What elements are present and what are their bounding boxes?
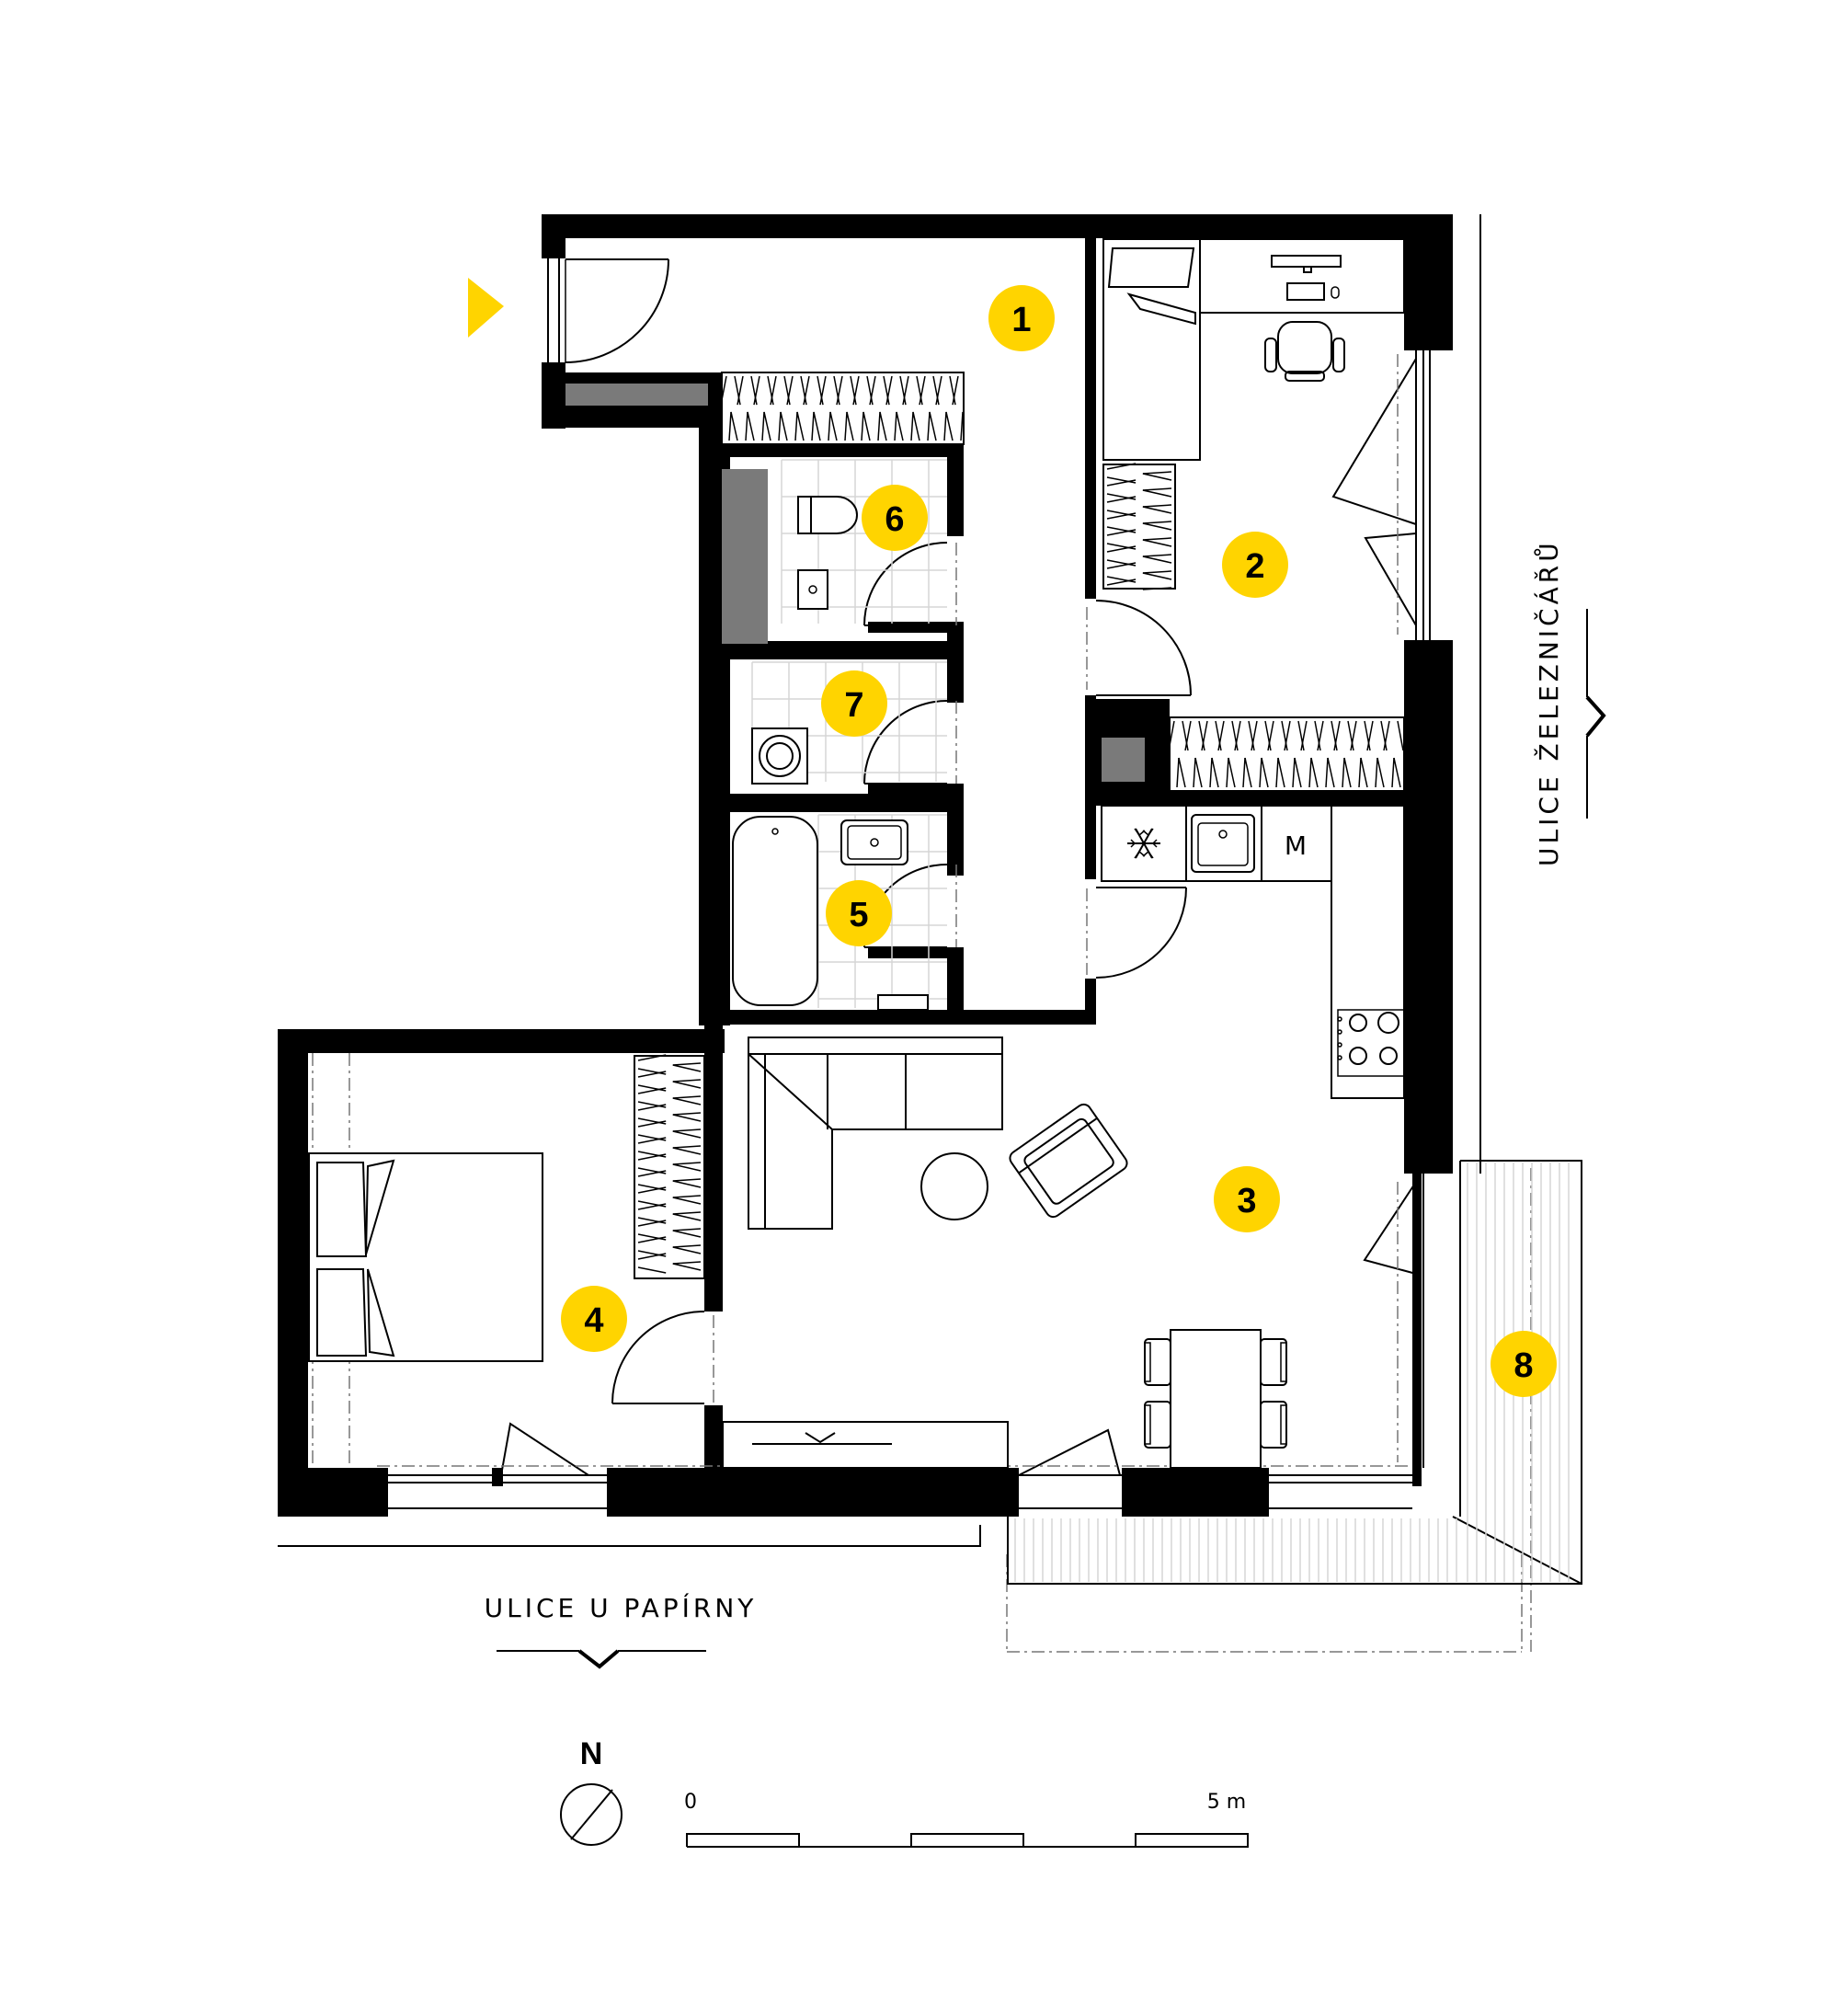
kitchen: M: [1101, 805, 1405, 1099]
street-east-label: ULICE ŽELEZNIČÁŘŮ: [1533, 539, 1564, 866]
coffee-table: [920, 1152, 988, 1220]
svg-text:4: 4: [584, 1301, 603, 1340]
toilet-icon: [810, 496, 858, 534]
street-east: ULICE ŽELEZNIČÁŘŮ: [1533, 539, 1606, 866]
sink-bath-icon: [840, 819, 908, 865]
entrance-arrow-icon: [468, 278, 504, 338]
kitchen-sink-icon: [1191, 814, 1255, 873]
north-arrow: N: [560, 1736, 623, 1846]
room-markers: 1 2 3 4 5 6 7 8: [561, 285, 1557, 1397]
keyboard-icon: [1286, 282, 1325, 301]
scale-end-label: 5 m: [1207, 1791, 1246, 1814]
wardrobe-room-2-left: [1102, 464, 1176, 590]
bathtub-icon: [732, 816, 818, 1006]
bedroom-4-furniture: [308, 1152, 543, 1362]
bathroom-5: [732, 814, 947, 1011]
kitchen-counter-right: [1331, 805, 1405, 1099]
fridge-icon: [1127, 828, 1160, 859]
room-marker-4: 4: [561, 1286, 627, 1352]
svg-text:6: 6: [885, 500, 904, 539]
scale-start-label: 0: [684, 1791, 697, 1814]
room-marker-2: 2: [1222, 532, 1288, 598]
terrace: [1007, 1160, 1582, 1585]
room-marker-8: 8: [1491, 1331, 1557, 1397]
pillow-icon: [1107, 247, 1195, 288]
wardrobes: [634, 372, 1405, 1279]
building-outline: [278, 214, 1481, 1547]
svg-text:8: 8: [1513, 1346, 1533, 1385]
room-marker-1: 1: [988, 285, 1055, 351]
shaft-wc: [722, 469, 768, 644]
sink-wc-icon: [797, 569, 828, 610]
radiator-bath: [877, 994, 929, 1011]
washing-machine-icon: [759, 735, 801, 777]
desk: [1199, 238, 1405, 314]
microwave-label: M: [1285, 830, 1307, 861]
svg-text:2: 2: [1245, 547, 1264, 586]
wardrobe-room-4: [634, 1055, 705, 1279]
wardrobe-room-2-bottom: [1169, 716, 1405, 792]
room-marker-5: 5: [826, 880, 892, 946]
armchair: [1009, 1103, 1128, 1219]
wc-room-6: [781, 459, 947, 624]
street-south: ULICE U PAPÍRNY: [485, 1592, 758, 1669]
svg-text:1: 1: [1011, 301, 1031, 339]
doors: [500, 258, 1417, 1476]
compass-icon: [560, 1783, 623, 1846]
toilet-tank: [797, 496, 812, 534]
dining-table: [1170, 1329, 1262, 1469]
pillow-top-icon: [316, 1162, 368, 1257]
room-marker-6: 6: [862, 485, 928, 551]
pillow-bottom-icon: [316, 1268, 368, 1357]
cooktop-icon: [1337, 1009, 1405, 1077]
room-marker-3: 3: [1214, 1166, 1280, 1232]
svg-text:7: 7: [844, 686, 863, 725]
svg-text:3: 3: [1237, 1182, 1256, 1220]
shaft-entrance: [565, 384, 708, 406]
monitor-icon: [1271, 255, 1342, 268]
street-south-label: ULICE U PAPÍRNY: [485, 1592, 758, 1623]
shaft-room-2: [1102, 738, 1145, 782]
room-2-furniture: [1102, 238, 1405, 461]
dining-chairs: [1144, 1338, 1287, 1449]
living-room-furniture: [722, 1037, 1287, 1469]
north-label: N: [580, 1736, 603, 1771]
washing-machine: [751, 727, 808, 785]
office-chair-icon: [1277, 321, 1332, 374]
windows: [388, 258, 1431, 1509]
svg-text:5: 5: [849, 896, 868, 934]
scale-bar: 0 5 m: [684, 1791, 1249, 1848]
room-marker-7: 7: [821, 670, 887, 737]
